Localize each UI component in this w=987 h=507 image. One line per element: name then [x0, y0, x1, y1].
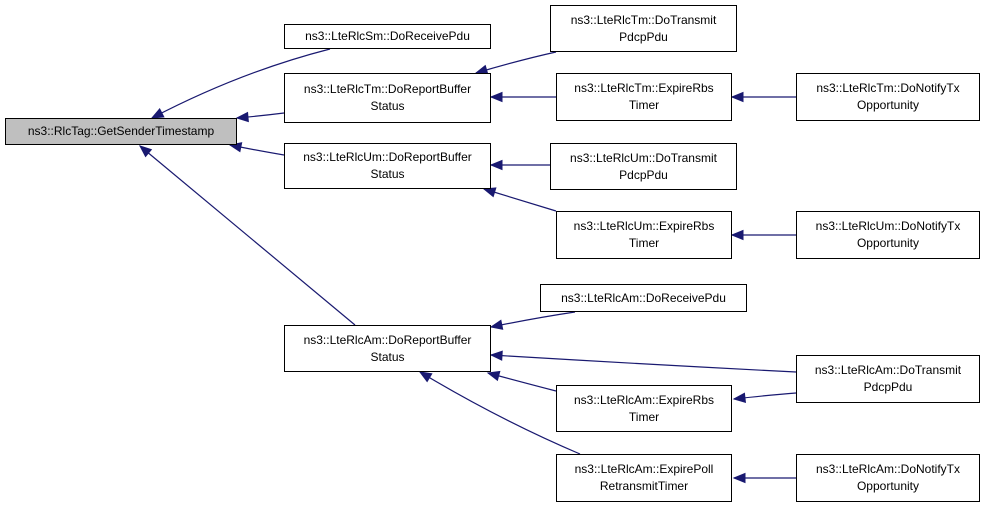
node-label-line: RetransmitTimer: [599, 479, 689, 493]
node-n1[interactable]: ns3::LteRlcSm::DoReceivePdu: [284, 24, 491, 49]
arrowhead: [489, 350, 503, 361]
edge-n2-to-n0: [235, 111, 285, 123]
arrowhead: [482, 187, 497, 198]
edge-n5-to-n2: [474, 51, 557, 75]
node-label-line: ns3::LteRlcAm::ExpireRbs: [573, 392, 715, 407]
node-label-line: PdcpPdu: [863, 380, 913, 394]
node-label-line: ns3::LteRlcSm::DoReceivePdu: [305, 29, 470, 43]
node-label-line: Status: [370, 167, 405, 181]
edge-n7-to-n6: [730, 91, 797, 103]
node-label-line: Timer: [628, 98, 660, 112]
edge-n15-to-n14: [732, 472, 796, 484]
node-label-line: PdcpPdu: [619, 167, 668, 182]
node-label-line: PdcpPdu: [619, 29, 668, 44]
edge-n6-to-n2: [489, 91, 557, 103]
node-label-line: ns3::LteRlcTm::DoReportBuffer: [303, 82, 472, 96]
arrowhead: [489, 91, 503, 103]
node-label-line: ns3::LteRlcTm::DoTransmit: [570, 12, 717, 27]
node-label-line: Status: [370, 99, 405, 113]
edge-n12-to-n4: [489, 350, 797, 373]
node-label-line: ns3::LteRlcTm::ExpireRbs: [574, 81, 714, 95]
node-label-line: ns3::LteRlcUm::DoNotifyTx: [815, 219, 961, 233]
edge-n8-to-n3: [489, 159, 550, 171]
arrowhead: [732, 392, 747, 403]
arrowhead: [486, 370, 501, 382]
edge-n13-to-n4: [486, 370, 557, 392]
arrowhead: [138, 145, 153, 158]
node-label-line: ns3::LteRlcAm::DoReportBuffer: [303, 332, 472, 347]
arrowhead: [489, 159, 503, 171]
node-label-line: ns3::LteRlcAm::DoReceivePdu: [561, 290, 726, 305]
node-label-line: Timer: [628, 236, 660, 250]
node-label-line: ns3::LteRlcTm::DoNotifyTx: [816, 81, 960, 95]
edge-n12-to-n13: [732, 392, 797, 403]
node-label-line: Status: [370, 349, 405, 364]
node-label-line: ns3::LteRlcUm::ExpireRbs: [573, 219, 715, 233]
node-label-line: Opportunity: [856, 98, 920, 112]
edge-n3-to-n0: [228, 142, 285, 156]
node-label-line: Timer: [628, 409, 660, 424]
edge-n4-to-n0: [138, 145, 356, 326]
node-label-line: ns3::LteRlcAm::DoTransmit: [814, 363, 962, 377]
edge-n14-to-n4: [418, 371, 581, 455]
node-n11[interactable]: ns3::LteRlcAm::DoReceivePdu: [540, 284, 747, 312]
arrowhead: [418, 371, 433, 383]
node-label-line: Opportunity: [856, 479, 920, 493]
node-label-line: Opportunity: [856, 236, 920, 250]
arrowhead: [730, 229, 744, 241]
node-label-line: ns3::LteRlcAm::DoNotifyTx: [815, 462, 961, 476]
arrowhead: [235, 111, 249, 123]
arrowhead: [489, 319, 504, 330]
edge-n10-to-n9: [730, 229, 796, 241]
edge-n1-to-n0: [150, 48, 331, 119]
edge-n11-to-n4: [489, 311, 576, 330]
node-label-line: ns3::LteRlcUm::DoTransmit: [570, 150, 717, 165]
arrowhead: [150, 108, 165, 119]
arrowhead: [732, 472, 746, 484]
node-label-line: ns3::RlcTag::GetSenderTimestamp: [27, 124, 215, 138]
node-label-line: ns3::LteRlcAm::ExpirePoll: [574, 462, 714, 476]
node-label-line: ns3::LteRlcUm::DoReportBuffer: [303, 150, 472, 164]
edge-n9-to-n3: [482, 187, 557, 212]
arrowhead: [730, 91, 744, 103]
node-n0[interactable]: ns3::RlcTag::GetSenderTimestamp: [5, 118, 237, 145]
